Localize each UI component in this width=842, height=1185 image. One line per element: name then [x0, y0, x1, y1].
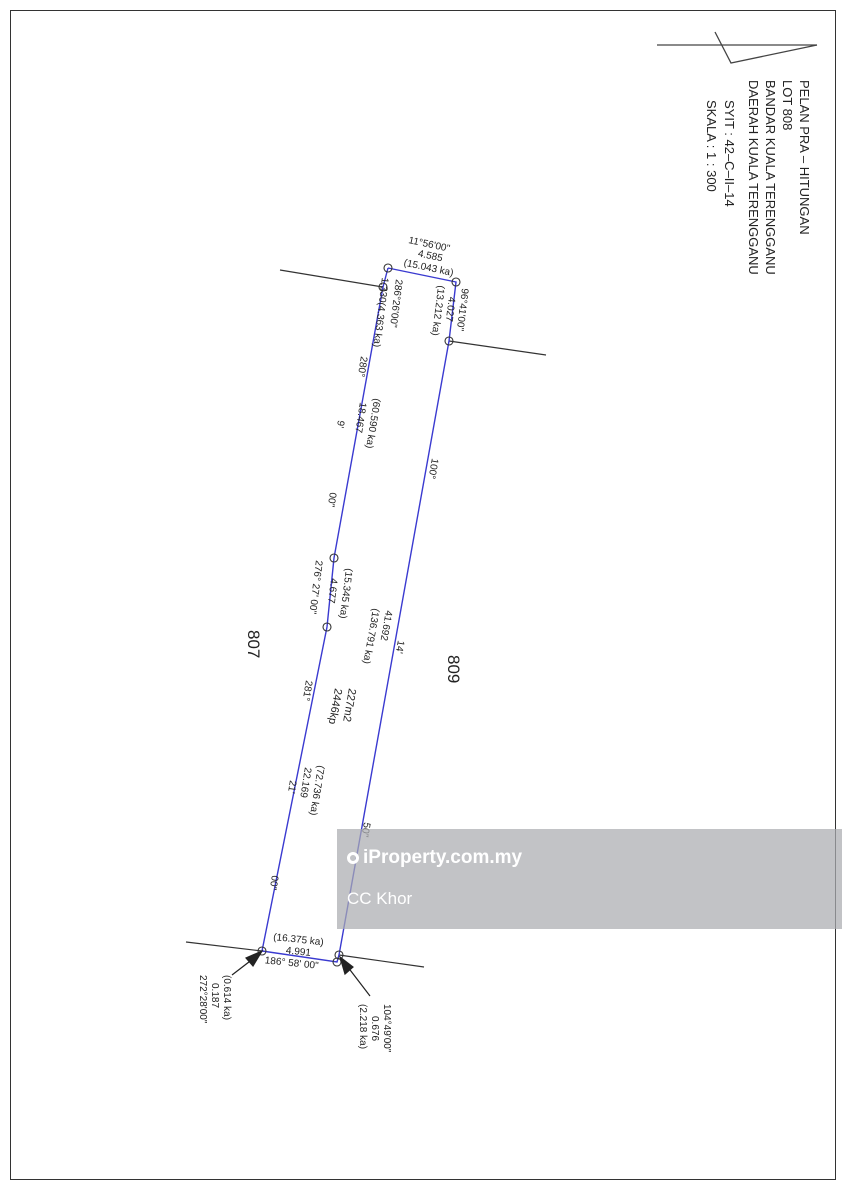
scale: SKALA : 1 : 300 [704, 100, 719, 192]
bl-distance: 0.187 [209, 983, 220, 1008]
area-metric: 227m2 [340, 687, 358, 722]
mid-distance: 4.677 [325, 578, 339, 605]
left1-distance: 18.467 [352, 402, 368, 434]
tr-bearing: 96°41'00" [454, 288, 470, 332]
right-distance: 41.692 [378, 609, 394, 641]
watermark-brand: iProperty.com.my [363, 847, 523, 868]
sheet-number: SYIT : 42–C–II–14 [722, 100, 737, 207]
left1-minutes: 9' [334, 420, 346, 429]
br-distance: 0.676 [369, 1016, 380, 1041]
lot-boundary [261, 267, 457, 963]
bl-chain: (0.614 ka) [221, 975, 232, 1020]
title-line: PELAN PRA – HITUNGAN [797, 80, 812, 235]
left2-degrees: 281° [300, 680, 314, 702]
tr-chain: (13.212 ka) [429, 285, 446, 337]
watermark-logo: iProperty.com.my [347, 847, 522, 869]
right-chain: (136.791 ka) [360, 607, 381, 664]
title-line: LOT 808 [780, 80, 795, 130]
tl-distance: 1.330(4.363 ka) [371, 277, 390, 348]
north-arrow-icon [657, 31, 818, 64]
bottom-distance: 4.991 [285, 945, 311, 959]
adjoining-boundaries [185, 269, 547, 968]
br-bearing: 104°49'00" [381, 1004, 392, 1053]
title-line: DAERAH KUALA TERENGGANU [746, 80, 761, 275]
mid-bearing: 276° 27' 00" [306, 560, 324, 615]
right-minutes: 14' [393, 639, 406, 654]
pointer-arrows [231, 949, 371, 997]
mid-chain: (15.345 ka) [337, 568, 354, 620]
left2-distance: 22.169 [297, 767, 313, 799]
watermark: iProperty.com.my CC Khor [337, 829, 842, 929]
bottom-chain: (16.375 ka) [273, 932, 324, 948]
title-line: BANDAR KUALA TERENGGANU [763, 80, 778, 275]
left2-minutes: 21' [285, 780, 298, 795]
drawing-frame [10, 10, 836, 1180]
lot-809: 809 [444, 655, 463, 683]
left1-seconds: 00" [325, 492, 338, 509]
left1-degrees: 280° [355, 356, 369, 378]
br-chain: (2.218 ka) [357, 1004, 368, 1049]
left2-seconds: 00" [267, 875, 280, 892]
top-distance: 4.585 [417, 248, 444, 264]
bl-bearing: 272°28'00" [197, 975, 208, 1024]
lot-807: 807 [244, 630, 263, 658]
survey-marks [257, 263, 461, 967]
title-block: PELAN PRA – HITUNGAN LOT 808 BANDAR KUAL… [704, 80, 812, 275]
right-degrees: 100° [425, 457, 439, 479]
location-pin-icon [347, 852, 359, 864]
watermark-agent: CC Khor [347, 889, 413, 908]
tr-distance: 4.027 [443, 296, 457, 323]
